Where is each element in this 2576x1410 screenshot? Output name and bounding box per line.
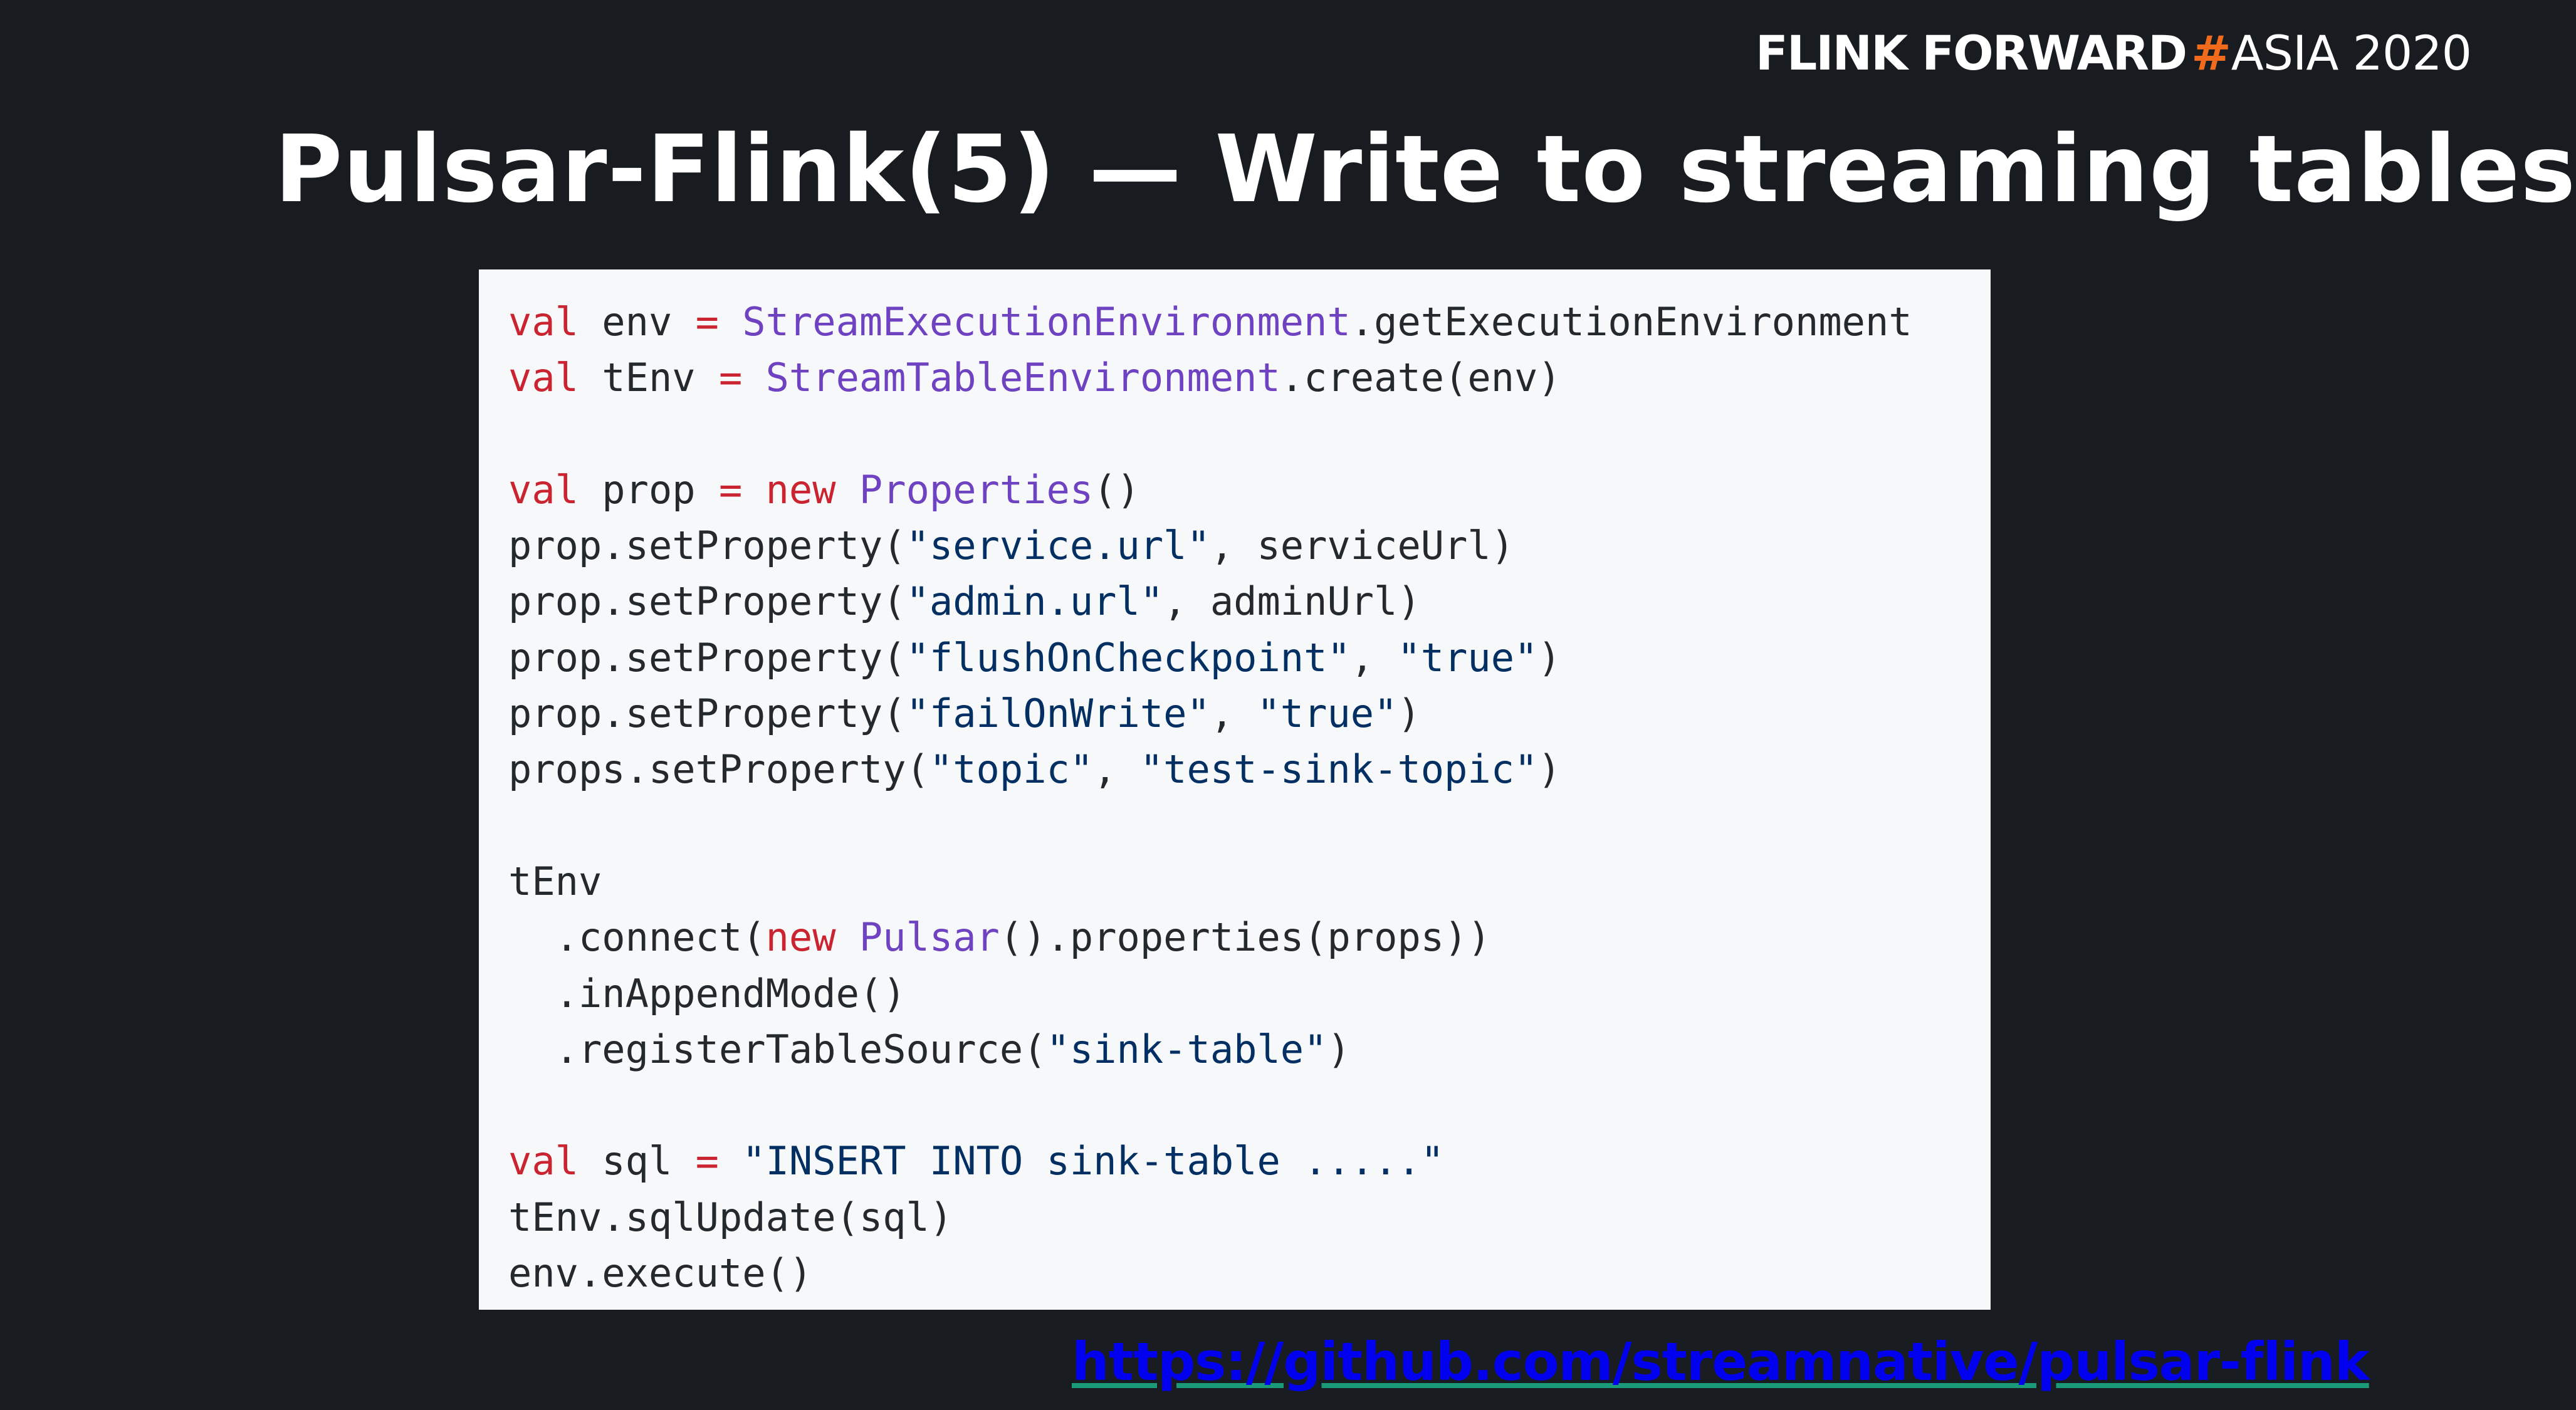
type-token: StreamExecutionEnvironment — [742, 299, 1351, 345]
keyword-token: new — [765, 914, 836, 961]
string-token: "topic" — [929, 746, 1094, 793]
code-line: prop.setProperty("admin.url", adminUrl) — [508, 573, 1991, 629]
string-token: "true" — [1397, 634, 1538, 681]
string-token: "test-sink-topic" — [1139, 746, 1538, 793]
brand-asia-2020: ASIA 2020 — [2231, 25, 2472, 81]
code-line: val sql = "INSERT INTO sink-table ....." — [508, 1133, 1991, 1189]
plain-token: ) — [1397, 691, 1421, 737]
plain-token: , — [1210, 691, 1257, 737]
code-line: prop.setProperty("service.url", serviceU… — [508, 518, 1991, 573]
code-line: tEnv.sqlUpdate(sql) — [508, 1189, 1991, 1245]
code-line — [508, 406, 1991, 462]
plain-token: env.execute() — [508, 1250, 813, 1297]
plain-token: prop.setProperty( — [508, 523, 906, 569]
plain-token: , serviceUrl) — [1210, 523, 1515, 569]
plain-token: ) — [1327, 1026, 1351, 1072]
string-token: "flushOnCheckpoint" — [906, 634, 1351, 681]
event-brand-logo: FLINK FORWARD#ASIA 2020 — [1755, 25, 2472, 81]
plain-token: tEnv.sqlUpdate(sql) — [508, 1194, 953, 1240]
plain-token: () — [1093, 466, 1140, 513]
code-line: val tEnv = StreamTableEnvironment.create… — [508, 350, 1991, 405]
plain-token — [836, 914, 859, 960]
code-line: tEnv — [508, 854, 1991, 909]
keyword-token: val — [508, 355, 579, 401]
code-line — [508, 1077, 1991, 1133]
keyword-token: = — [718, 466, 743, 513]
plain-token: env — [578, 299, 696, 345]
brand-forward: FORWARD — [1922, 25, 2187, 81]
code-line: val prop = new Properties() — [508, 462, 1991, 518]
keyword-token: val — [508, 299, 579, 345]
keyword-token: val — [508, 1138, 579, 1184]
plain-token: prop — [578, 466, 719, 513]
plain-token — [742, 355, 765, 400]
type-token: Properties — [859, 466, 1094, 513]
code-line: props.setProperty("topic", "test-sink-to… — [508, 741, 1991, 797]
plain-token — [836, 467, 859, 513]
plain-token: .inAppendMode() — [508, 970, 906, 1016]
slide-title: Pulsar-Flink(5) — Write to streaming tab… — [275, 115, 2576, 223]
keyword-token: = — [718, 355, 743, 401]
plain-token: props.setProperty( — [508, 746, 929, 793]
code-line — [508, 798, 1991, 854]
plain-token: , — [1350, 634, 1398, 681]
plain-token: sql — [578, 1138, 696, 1184]
plain-token: .create(env) — [1280, 355, 1561, 401]
plain-token: prop.setProperty( — [508, 634, 906, 681]
plain-token: .registerTableSource( — [508, 1026, 1047, 1072]
plain-token — [719, 1138, 742, 1184]
code-line: prop.setProperty("failOnWrite", "true") — [508, 686, 1991, 741]
plain-token: tEnv — [578, 355, 719, 401]
string-token: "sink-table" — [1046, 1026, 1327, 1072]
code-line: env.execute() — [508, 1245, 1991, 1301]
brand-hash: # — [2191, 25, 2231, 81]
plain-token: prop.setProperty( — [508, 691, 906, 737]
plain-token: ) — [1537, 634, 1561, 681]
keyword-token: val — [508, 466, 579, 513]
plain-token — [719, 299, 742, 345]
code-block: val env = StreamExecutionEnvironment.get… — [479, 269, 1991, 1310]
type-token: Pulsar — [859, 914, 1000, 961]
code-line: .inAppendMode() — [508, 966, 1991, 1021]
plain-token: .getExecutionEnvironment — [1350, 299, 1912, 345]
plain-token: tEnv — [508, 858, 602, 904]
brand-flink: FLINK — [1755, 25, 1908, 81]
string-token: "true" — [1257, 691, 1398, 737]
plain-token: ().properties(props)) — [999, 914, 1491, 961]
github-link[interactable]: https://github.com/streamnative/pulsar-f… — [1072, 1331, 2370, 1392]
keyword-token: = — [695, 299, 719, 345]
plain-token: , adminUrl) — [1163, 578, 1421, 625]
code-line: val env = StreamExecutionEnvironment.get… — [508, 294, 1991, 350]
string-token: "admin.url" — [906, 578, 1164, 625]
code-line: .connect(new Pulsar().properties(props)) — [508, 909, 1991, 965]
string-token: "INSERT INTO sink-table ....." — [742, 1138, 1445, 1184]
keyword-token: = — [695, 1138, 719, 1184]
code-line: .registerTableSource("sink-table") — [508, 1021, 1991, 1077]
keyword-token: new — [765, 466, 836, 513]
plain-token: ) — [1537, 746, 1561, 793]
code-line: prop.setProperty("flushOnCheckpoint", "t… — [508, 630, 1991, 686]
plain-token: , — [1093, 746, 1140, 793]
string-token: "service.url" — [906, 523, 1210, 569]
string-token: "failOnWrite" — [906, 691, 1210, 737]
type-token: StreamTableEnvironment — [765, 355, 1280, 401]
plain-token — [742, 467, 765, 513]
plain-token: prop.setProperty( — [508, 578, 906, 625]
plain-token: .connect( — [508, 914, 766, 961]
